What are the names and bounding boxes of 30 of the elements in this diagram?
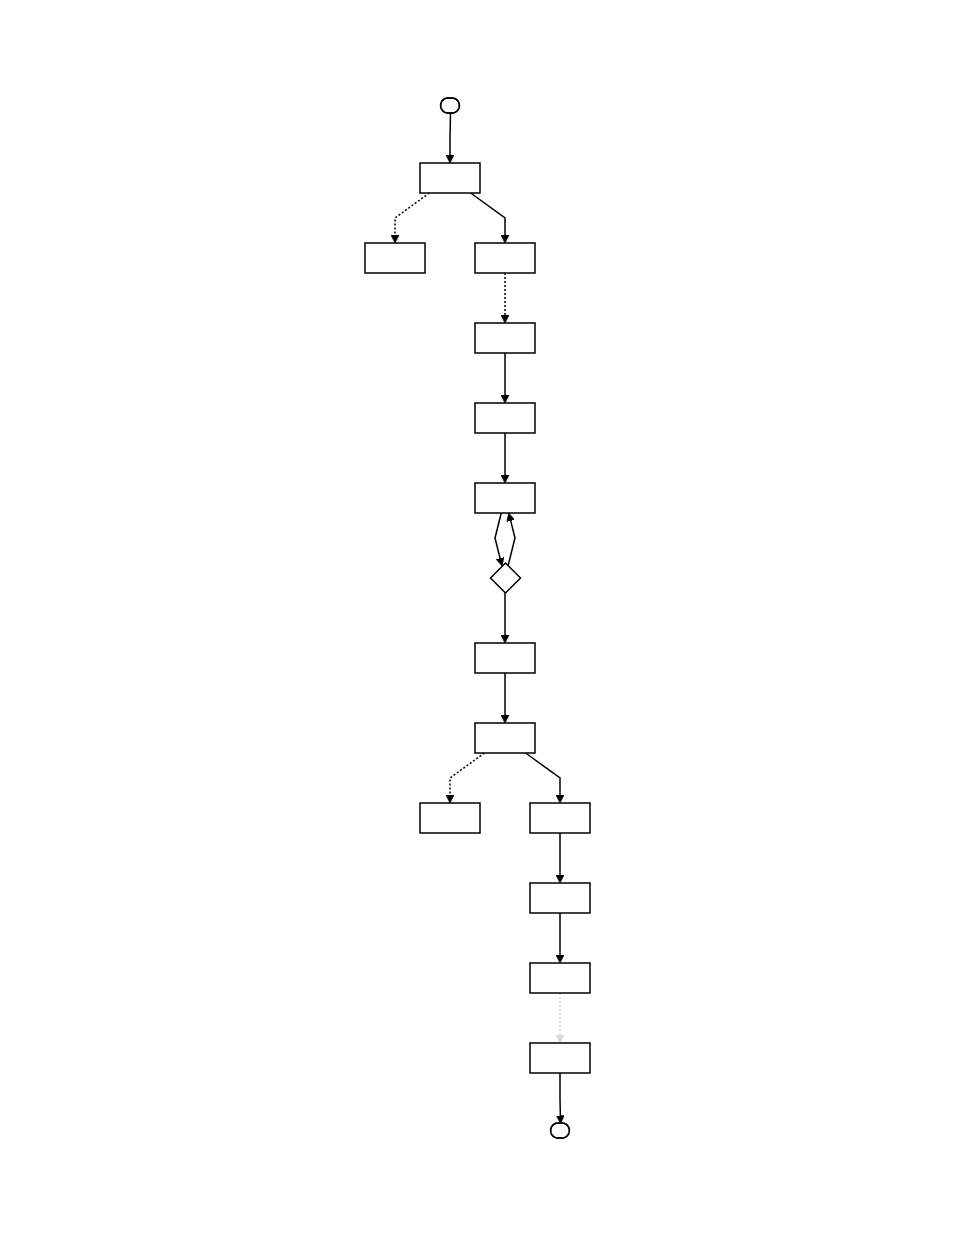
arrow	[505, 512, 516, 567]
arrow	[500, 271, 509, 323]
arrow	[555, 831, 564, 883]
node-box	[528, 801, 591, 834]
node-box	[363, 241, 426, 274]
arrow	[524, 751, 564, 803]
arrow	[500, 351, 509, 403]
node-box	[473, 241, 536, 274]
arrow	[445, 751, 485, 803]
arrow	[493, 511, 504, 566]
arrow	[500, 591, 509, 643]
node-box	[528, 1041, 591, 1074]
node-box	[418, 161, 481, 194]
node-box	[473, 401, 536, 434]
node-diamond	[488, 561, 522, 594]
arrow	[390, 191, 430, 243]
arrow	[469, 191, 509, 243]
arrow	[555, 1071, 565, 1124]
arrow	[555, 911, 564, 963]
node-box	[528, 961, 591, 994]
node-box	[473, 641, 536, 674]
arrow	[555, 991, 564, 1043]
arrow	[500, 431, 509, 483]
node-box	[473, 721, 536, 754]
arrow	[445, 112, 454, 163]
arrow	[500, 671, 509, 723]
node-box	[528, 881, 591, 914]
node-box	[473, 321, 536, 354]
node-box	[473, 481, 536, 514]
node-box	[418, 801, 481, 834]
